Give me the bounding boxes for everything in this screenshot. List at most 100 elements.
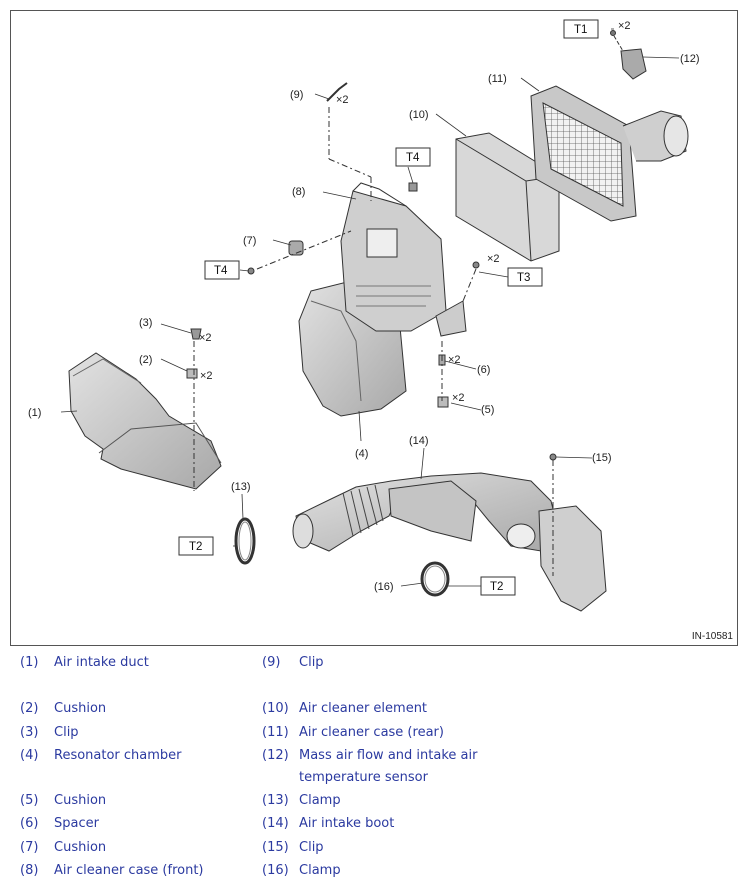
legend-item-6: (6) Spacer	[20, 813, 260, 835]
legend-item-13: (13) Clamp	[262, 790, 722, 812]
part-clamp-16	[420, 561, 450, 597]
legend-label: Clip	[299, 840, 324, 855]
legend-label: Spacer	[54, 816, 99, 831]
torque-label-t1: T1	[574, 24, 587, 36]
legend-num: (8)	[20, 863, 39, 878]
legend-label: Clip	[54, 725, 79, 740]
callout-14: (14)	[409, 435, 429, 447]
legend-item-14: (14) Air intake boot	[262, 813, 722, 835]
callout-7: (7)	[243, 235, 256, 247]
multiplier-t3-bolt: ×2	[487, 253, 500, 265]
multiplier-6: ×2	[448, 354, 461, 366]
legend-num: (3)	[20, 725, 39, 740]
legend-num: (5)	[20, 793, 39, 808]
part-clamp-13	[234, 517, 256, 565]
legend-label: Air intake duct	[54, 655, 149, 670]
torque-box-t3: T3	[507, 267, 543, 287]
legend-num: (13)	[262, 793, 289, 808]
torque-label-t4-left: T4	[214, 265, 228, 277]
figure-id: IN-10581	[691, 631, 733, 642]
diagram-svg: (1) (2) (3) (4) (5) (6) (7) (8) (9) (10)…	[28, 19, 700, 612]
legend-label: Cushion	[54, 793, 107, 808]
callout-5: (5)	[481, 404, 494, 416]
callout-2: (2)	[139, 354, 152, 366]
callout-13: (13)	[231, 481, 251, 493]
legend-item-12: (12) Mass air flow and intake air temper…	[262, 745, 722, 789]
legend-item-2: (2) Cushion	[20, 698, 260, 720]
callout-9: (9)	[290, 89, 303, 101]
torque-label-t3: T3	[517, 272, 530, 284]
callout-16: (16)	[374, 581, 394, 593]
legend-item-7: (7) Cushion	[20, 837, 260, 859]
callout-1: (1)	[28, 407, 41, 419]
part-cushion-5	[437, 396, 449, 408]
multiplier-2: ×2	[200, 370, 213, 382]
torque-label-t2-left: T2	[189, 541, 202, 553]
part-cushion-2	[186, 368, 198, 379]
multiplier-9: ×2	[336, 94, 349, 106]
legend-num: (4)	[20, 748, 39, 763]
callout-15: (15)	[592, 452, 612, 464]
legend-num: (16)	[262, 863, 289, 878]
legend-label: Air cleaner element	[299, 701, 428, 716]
multiplier-labels: ×2 ×2 ×2 ×2 ×2 ×2 ×2	[199, 20, 631, 404]
callout-6: (6)	[477, 364, 490, 376]
legend-num: (9)	[262, 655, 281, 670]
leader-lines	[60, 28, 680, 587]
legend-num: (7)	[20, 840, 39, 855]
callout-12: (12)	[680, 53, 700, 65]
legend-item-8: (8) Air cleaner case (front)	[20, 860, 260, 882]
part-air-cleaner-case-rear	[530, 85, 689, 222]
part-clip-3	[190, 328, 202, 340]
legend-item-3: (3) Clip	[20, 722, 260, 744]
legend-num: (10)	[262, 701, 289, 716]
legend-label: Clamp	[299, 793, 341, 808]
torque-label-t2-right: T2	[490, 581, 503, 593]
legend-label: Air cleaner case (front)	[54, 863, 204, 878]
callout-3: (3)	[139, 317, 152, 329]
torque-box-t4-top: T4	[395, 147, 431, 167]
legend-num: (15)	[262, 840, 289, 855]
legend-label: Clamp	[299, 863, 341, 878]
legend-item-11: (11) Air cleaner case (rear)	[262, 722, 722, 744]
legend-item-9: (9) Clip	[262, 652, 722, 674]
legend-item-10: (10) Air cleaner element	[262, 698, 722, 720]
legend-label: Resonator chamber	[54, 748, 182, 763]
legend-item-4: (4) Resonator chamber	[20, 745, 260, 767]
part-clip-15	[549, 453, 557, 461]
legend-item-1: (1) Air intake duct	[20, 652, 260, 674]
torque-box-t2-left: T2	[178, 536, 214, 556]
legend-num: (11)	[262, 725, 289, 740]
callout-4: (4)	[355, 448, 368, 460]
callout-8: (8)	[292, 186, 305, 198]
exploded-diagram: (1) (2) (3) (4) (5) (6) (7) (8) (9) (10)…	[10, 10, 738, 646]
legend-num: (14)	[262, 816, 289, 831]
torque-box-t4-left: T4	[204, 260, 240, 280]
legend-num: (2)	[20, 701, 39, 716]
callout-10: (10)	[409, 109, 429, 121]
legend-label: Air cleaner case (rear)	[299, 725, 444, 740]
legend-num: (1)	[20, 655, 39, 670]
callout-labels: (1) (2) (3) (4) (5) (6) (7) (8) (9) (10)…	[28, 53, 700, 593]
torque-label-t4-top: T4	[406, 152, 420, 164]
part-maf-sensor	[610, 30, 647, 80]
part-clip-9	[326, 82, 348, 102]
part-air-intake-boot	[292, 472, 607, 612]
legend-label: Cushion	[54, 701, 107, 716]
legend-label: Air intake boot	[299, 816, 395, 831]
legend-label-line2: temperature sensor	[299, 770, 428, 785]
part-air-intake-duct	[68, 352, 222, 490]
multiplier-5: ×2	[452, 392, 465, 404]
legend-label: Cushion	[54, 840, 107, 855]
torque-box-t2-right: T2	[480, 576, 516, 596]
legend-label: Mass air flow and intake air	[299, 748, 478, 763]
legend-item-16: (16) Clamp	[262, 860, 722, 882]
multiplier-12: ×2	[618, 20, 631, 32]
callout-11: (11)	[488, 73, 507, 85]
legend-item-15: (15) Clip	[262, 837, 722, 859]
legend-label: Clip	[299, 655, 324, 670]
multiplier-3: ×2	[199, 332, 212, 344]
legend-item-5: (5) Cushion	[20, 790, 260, 812]
torque-box-t1: T1	[563, 19, 599, 39]
part-air-cleaner-case-front	[340, 182, 447, 332]
